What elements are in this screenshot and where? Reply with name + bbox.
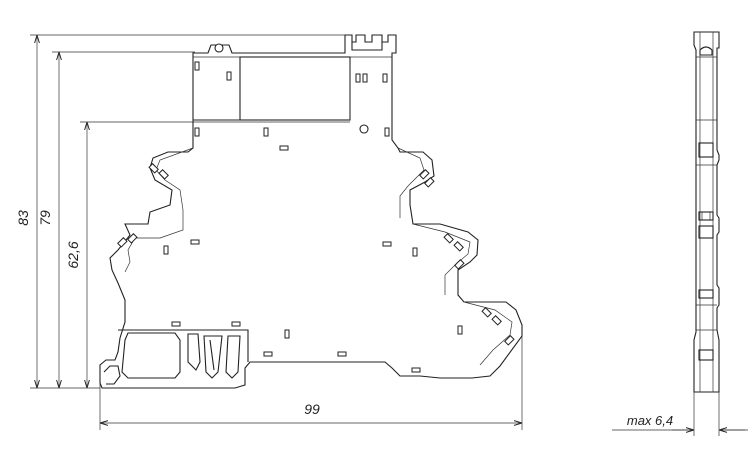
dimension-label-62-6: 62,6: [65, 241, 81, 268]
dimension-label-79: 79: [37, 210, 53, 226]
dimension-width-99: 99: [99, 335, 523, 430]
housing-outline: [99, 34, 523, 389]
relay-side-view: [693, 31, 720, 393]
side-pin: [699, 46, 713, 56]
housing-slots: [163, 61, 463, 373]
dimension-label-thickness: max 6,4: [627, 413, 673, 428]
side-outline: [693, 31, 720, 393]
relay-module: [239, 56, 351, 121]
dimension-label-83: 83: [15, 210, 31, 226]
terminal-screws: [117, 163, 515, 346]
dimension-height-79: 79: [37, 51, 195, 388]
relay-front-view: [99, 34, 523, 389]
indicator-hole: [359, 124, 369, 134]
top-pin: [214, 43, 224, 53]
dimension-height-62-6: 62,6: [65, 121, 350, 388]
top-latch: [351, 42, 383, 51]
dimension-height-83: 83: [15, 34, 345, 389]
din-rail-clip: [103, 329, 249, 385]
dimension-thickness: max 6,4: [612, 392, 748, 436]
dimension-label-99: 99: [304, 401, 320, 417]
